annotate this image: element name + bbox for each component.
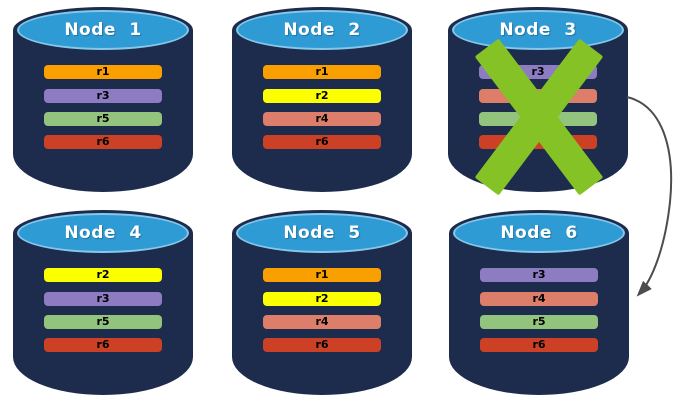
- cylinder-body: [449, 233, 629, 395]
- cylinder-top: Node 6: [453, 213, 625, 253]
- replica-label: r6: [532, 338, 546, 351]
- cylinder-top: Node 5: [236, 213, 408, 253]
- replica-label: r2: [315, 89, 329, 102]
- node-title: Node 2: [283, 20, 361, 40]
- cylinder-body: [13, 233, 193, 395]
- node-5: Node 5 r1 r2 r4 r6: [232, 210, 412, 396]
- node-1: Node 1 r1 r3 r5 r6: [13, 7, 193, 193]
- replica-bar-r6: r6: [44, 338, 162, 352]
- replica-label: r1: [315, 268, 329, 281]
- replica-label: r6: [96, 338, 110, 351]
- replica-label: r3: [531, 65, 545, 78]
- replica-bar-r5: r5: [480, 315, 598, 329]
- replica-label: r5: [96, 112, 110, 125]
- replica-label: r2: [96, 268, 110, 281]
- cylinder-top: Node 2: [236, 10, 408, 50]
- replica-bar-r2: r2: [263, 292, 381, 306]
- replica-bar-r1: r1: [263, 65, 381, 79]
- node-title: Node 4: [64, 223, 142, 243]
- replica-bar-r3: r3: [480, 268, 598, 282]
- replica-label: r3: [96, 292, 110, 305]
- replica-bar-r5: r5: [44, 315, 162, 329]
- node-title: Node 3: [499, 20, 577, 40]
- replica-bar-r6: r6: [263, 338, 381, 352]
- replica-bar-r6: r6: [44, 135, 162, 149]
- cylinder-body: [232, 30, 412, 192]
- replica-label: r4: [315, 112, 329, 125]
- replica-bar-r6: r6: [480, 338, 598, 352]
- cylinder-body: [232, 233, 412, 395]
- cylinder-top: Node 1: [17, 10, 189, 50]
- replica-label: r1: [96, 65, 110, 78]
- replica-label: r4: [532, 292, 546, 305]
- replica-bar-r6: r6: [263, 135, 381, 149]
- replica-bar-r3: r3: [44, 89, 162, 103]
- node-2: Node 2 r1 r2 r4 r6: [232, 7, 412, 193]
- replica-label: r4: [315, 315, 329, 328]
- node-4: Node 4 r2 r3 r5 r6: [13, 210, 193, 396]
- replica-label: r2: [315, 292, 329, 305]
- node-title: Node 1: [64, 20, 142, 40]
- replica-bar-r4: r4: [263, 112, 381, 126]
- replica-label: r3: [96, 89, 110, 102]
- cylinder-top: Node 3: [452, 10, 624, 50]
- replica-label: r1: [315, 65, 329, 78]
- replica-bar-r1: r1: [44, 65, 162, 79]
- replica-bar-r4: r4: [480, 292, 598, 306]
- node-title: Node 6: [500, 223, 578, 243]
- replica-label: r6: [315, 338, 329, 351]
- replica-bar-r5: r5: [44, 112, 162, 126]
- failure-x-icon: [474, 38, 604, 196]
- replica-label: r3: [532, 268, 546, 281]
- replica-label: r6: [96, 135, 110, 148]
- node-title: Node 5: [283, 223, 361, 243]
- cylinder-top: Node 4: [17, 213, 189, 253]
- node-6: Node 6 r3 r4 r5 r6: [449, 210, 629, 396]
- replica-bar-r3: r3: [44, 292, 162, 306]
- replica-bar-r2: r2: [44, 268, 162, 282]
- replica-bar-r4: r4: [263, 315, 381, 329]
- replica-bar-r1: r1: [263, 268, 381, 282]
- replica-bar-r2: r2: [263, 89, 381, 103]
- arrow-curve: [626, 96, 673, 297]
- replica-label: r5: [532, 315, 546, 328]
- cylinder-body: [13, 30, 193, 192]
- replica-label: r5: [96, 315, 110, 328]
- replica-label: r6: [315, 135, 329, 148]
